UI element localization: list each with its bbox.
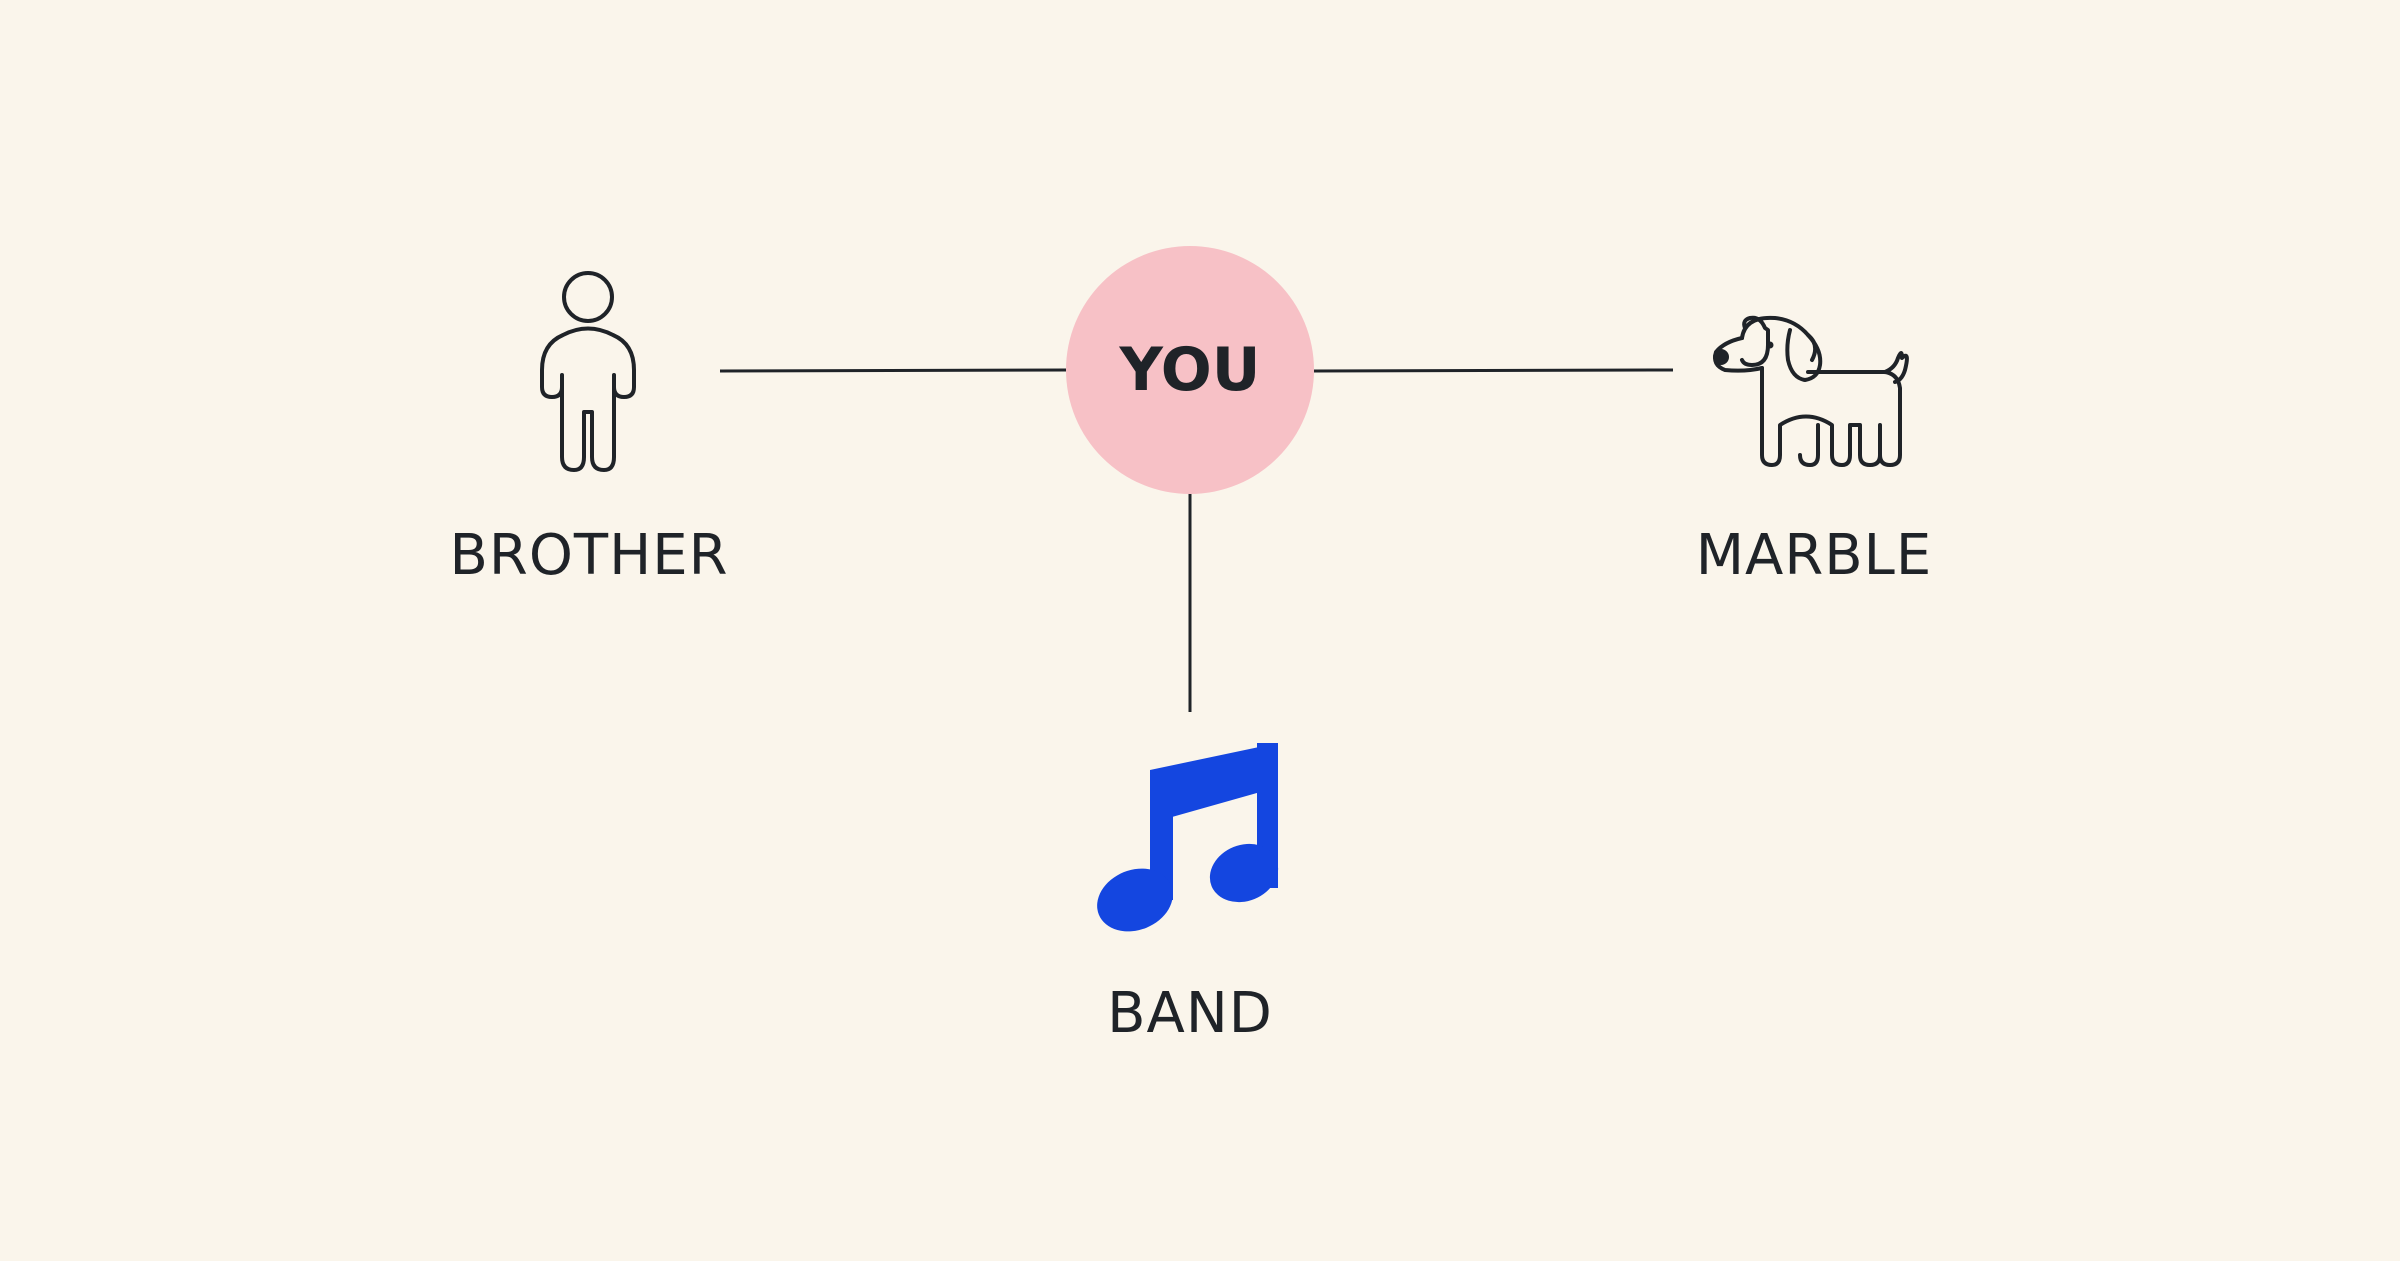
center-node: YOU <box>1066 246 1314 494</box>
marble-node: MARBLE <box>1696 315 1933 588</box>
brother-label: BROTHER <box>449 523 728 588</box>
brother-node: BROTHER <box>449 271 728 588</box>
connector-marble <box>1313 368 1674 373</box>
marble-label: MARBLE <box>1696 523 1933 588</box>
connector-brother <box>719 368 1067 373</box>
music-note-icon <box>1097 743 1279 932</box>
dog-icon <box>1713 315 1909 467</box>
center-circle <box>1066 246 1314 494</box>
center-label: YOU <box>1118 335 1260 405</box>
band-label: BAND <box>1107 981 1273 1046</box>
person-icon <box>540 271 636 472</box>
band-node: BAND <box>1097 743 1279 1046</box>
